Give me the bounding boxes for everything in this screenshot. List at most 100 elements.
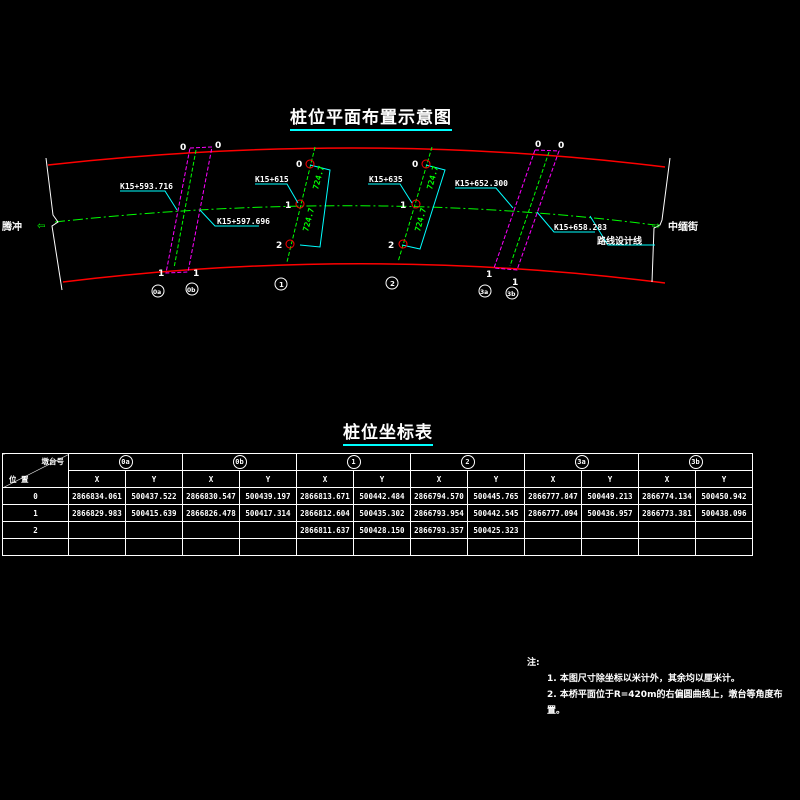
- pile-2-2: [398, 239, 408, 249]
- right-end-line: [651, 157, 671, 283]
- pier-header-label: 1: [346, 455, 361, 469]
- dimension-1b: 724.7: [301, 207, 316, 233]
- coordinate-cell: 500450.942: [695, 487, 753, 505]
- leader-a: [120, 190, 178, 211]
- coordinate-cell: 500445.765: [467, 487, 525, 505]
- pile-label: 1: [512, 278, 518, 288]
- coordinate-cell: 2866777.847: [524, 487, 582, 505]
- pier-2-label: 2: [390, 280, 395, 288]
- design-line-label: 路线设计线: [597, 235, 642, 247]
- pier-header: 3a: [524, 453, 639, 471]
- dimension-1a: 724.7: [311, 165, 326, 191]
- coordinate-cell: [239, 538, 297, 556]
- pile-label: 1: [400, 201, 406, 211]
- abutment-3-outline: [493, 149, 560, 271]
- axis-x: X: [638, 470, 696, 488]
- coordinate-cell: [125, 521, 183, 539]
- dimension-2a: 724.7: [425, 165, 440, 191]
- coordinate-cell: 500439.197: [239, 487, 297, 505]
- axis-y: Y: [353, 470, 411, 488]
- pile-label: 1: [285, 201, 291, 211]
- plan-drawing: K15+593.716 K15+597.696 K15+615 K15+635 …: [1, 140, 698, 300]
- coordinate-cell: 2866811.637: [296, 521, 354, 539]
- corner-bottom-label: 位 置: [9, 475, 29, 484]
- coordinate-cell: [68, 521, 126, 539]
- corner-top-label: 墩台号: [41, 457, 65, 466]
- coordinate-cell: 2866829.983: [68, 504, 126, 522]
- pier-header-label: 2: [460, 455, 475, 469]
- note-1: 1. 本图尺寸除坐标以米计外，其余均以厘米计。: [547, 674, 740, 684]
- pier-header: 1: [296, 453, 411, 471]
- left-end-line: [45, 157, 63, 291]
- axis-x: X: [68, 470, 126, 488]
- station-5: K15+658.283: [554, 223, 607, 232]
- arrow-right-icon: ⇨: [652, 221, 660, 232]
- pile-2-1: [411, 199, 421, 209]
- pier-header: 2: [410, 453, 525, 471]
- pile-2-0: [421, 159, 431, 169]
- position-cell: 1: [2, 504, 69, 522]
- pile-label: 1: [193, 269, 199, 279]
- table-title: 桩位坐标表: [343, 418, 433, 446]
- coordinate-cell: 2866830.547: [182, 487, 240, 505]
- abutment-3-axis: [509, 151, 550, 267]
- leader-g: [589, 215, 655, 246]
- pile-label: 2: [276, 241, 282, 251]
- station-0: K15+593.716: [120, 182, 173, 191]
- coordinate-cell: 2866777.094: [524, 504, 582, 522]
- leader-b: [199, 209, 259, 227]
- position-cell: 0: [2, 487, 69, 505]
- pier-0a-label: 0a: [153, 289, 161, 296]
- coordinate-cell: [581, 538, 639, 556]
- design-centerline: [54, 205, 656, 226]
- coordinate-cell: [239, 521, 297, 539]
- pile-1-0: [305, 159, 315, 169]
- coordinate-cell: 500415.639: [125, 504, 183, 522]
- coordinate-cell: 2866813.671: [296, 487, 354, 505]
- pile-label: 0: [180, 143, 186, 153]
- pile-1-1: [295, 199, 305, 209]
- coordinate-cell: [467, 538, 525, 556]
- road-edge-top: [47, 147, 666, 168]
- coordinate-cell: [581, 521, 639, 539]
- leader-c: [255, 183, 299, 204]
- position-cell: 2: [2, 521, 69, 539]
- pier-header-label: 3a: [574, 455, 589, 469]
- pier-2-dim: [401, 164, 446, 250]
- axis-y: Y: [125, 470, 183, 488]
- coordinate-cell: [182, 538, 240, 556]
- pier-header-label: 0a: [118, 455, 133, 469]
- coordinate-cell: [68, 538, 126, 556]
- pier-header: 0b: [182, 453, 297, 471]
- leader-f: [536, 211, 595, 233]
- coordinate-cell: 2866812.604: [296, 504, 354, 522]
- axis-y: Y: [581, 470, 639, 488]
- coordinate-cell: [638, 538, 696, 556]
- coordinate-cell: 2866773.381: [638, 504, 696, 522]
- coordinate-cell: 500438.096: [695, 504, 753, 522]
- pier-0b-label: 0b: [187, 287, 196, 294]
- coordinate-cell: [695, 538, 753, 556]
- coordinate-cell: 500442.484: [353, 487, 411, 505]
- pile-label: 0: [558, 141, 564, 151]
- pile-label: 0: [215, 141, 221, 151]
- coordinate-cell: 500436.957: [581, 504, 639, 522]
- pile-1-2: [285, 239, 295, 249]
- notes: 注: 1. 本图尺寸除坐标以米计外，其余均以厘米计。 2. 本桥平面位于R=42…: [527, 655, 800, 719]
- coordinate-cell: 500437.522: [125, 487, 183, 505]
- leader-d: [368, 183, 413, 204]
- pile-label: 2: [388, 241, 394, 251]
- left-end-label: 腾冲: [1, 220, 22, 233]
- notes-heading: 注:: [527, 658, 540, 668]
- axis-y: Y: [695, 470, 753, 488]
- axis-y: Y: [467, 470, 525, 488]
- pile-label: 0: [296, 160, 302, 170]
- axis-x: X: [296, 470, 354, 488]
- pier-3a-label: 3a: [480, 289, 488, 296]
- coordinate-cell: [524, 521, 582, 539]
